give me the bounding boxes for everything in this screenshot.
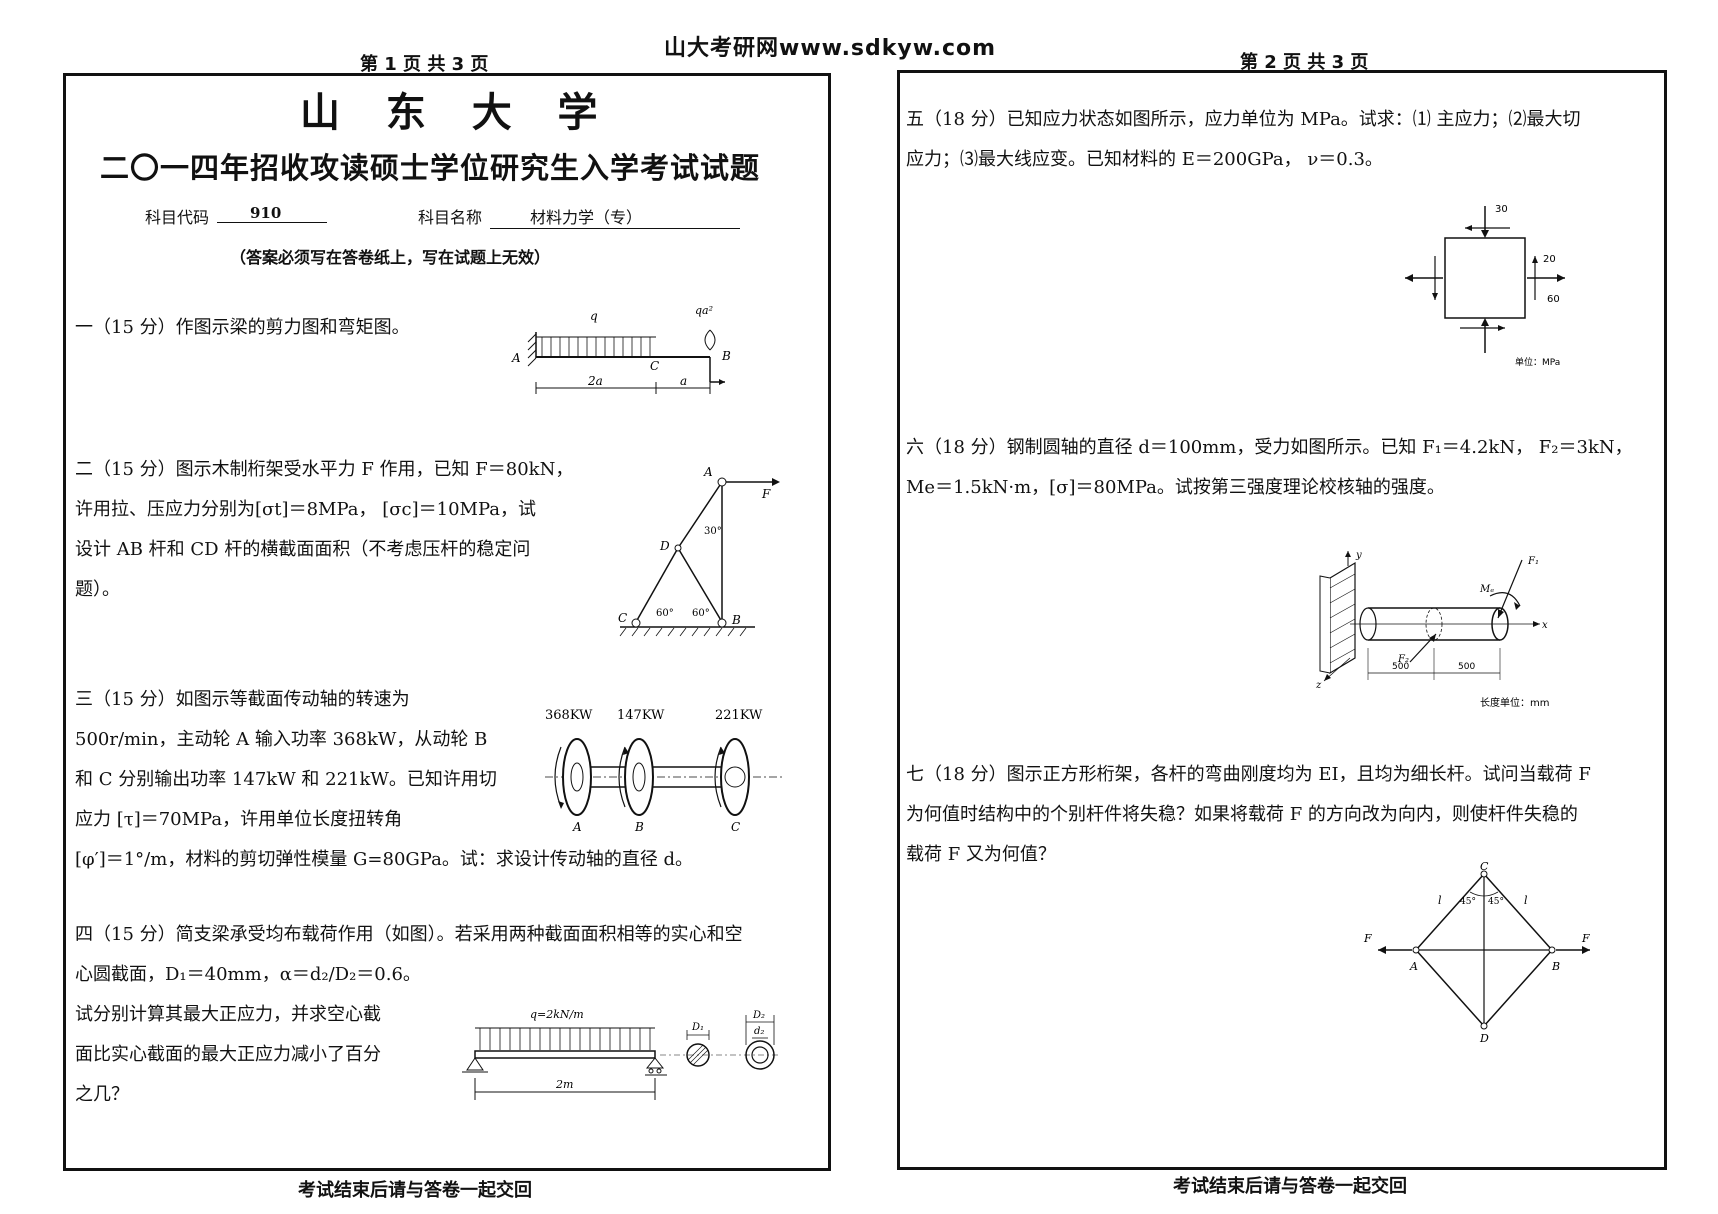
question-line: 五（18 分）已知应力状态如图所示，应力单位为 MPa。试求：⑴ 主应力；⑵最大… [906,109,1581,130]
fig-label-l-left: l [1438,894,1442,907]
question-7: 七（18 分）图示正方形桁架，各杆的弯曲刚度均为 EI，且均为细长杆。试问当载荷… [906,755,1591,875]
fig-stress-20: 20 [1543,254,1556,265]
fig-label-l-right: l [1524,894,1528,907]
fig-angle-30: 30° [704,526,722,537]
question-line: 应力 [τ]＝70MPa，许用单位长度扭转角 [75,809,403,830]
fig-label-qa2: qa² [695,304,713,317]
stress-element-figure-q5: 30 20 60 单位：MPa [1405,204,1565,368]
fig-dim-a: a [680,374,687,388]
fig-stress-30: 30 [1495,204,1508,215]
square-truss-figure-q7: C A B D F F l l 45° 45° [1363,860,1590,1045]
fig-label-y: y [1355,550,1362,561]
question-2: 二（15 分）图示木制桁架受水平力 F 作用，已知 F＝80kN， 许用拉、压应… [75,450,573,610]
site-header: 山大考研网www.sdkyw.com [664,36,997,61]
question-line: 500r/min，主动轮 A 输入功率 368kW，从动轮 B [75,729,488,750]
fig-angle-45b: 45° [1488,897,1504,907]
fig-label-c: C [650,359,659,373]
question-line: 试分别计算其最大正应力，并求空心截 [75,1004,381,1025]
fig-angle-60a: 60° [656,608,674,619]
fig-label-c: C [618,611,627,625]
fig-stress-60: 60 [1547,294,1560,305]
question-line: 载荷 F 又为何值？ [906,844,1056,865]
question-line: 许用拉、压应力分别为[σt]＝8MPa， [σc]＝10MPa，试 [75,499,536,520]
question-3: 三（15 分）如图示等截面传动轴的转速为 500r/min，主动轮 A 输入功率… [75,680,693,880]
question-line: 心圆截面，D₁＝40mm，α＝d₂/D₂＝0.6。 [75,964,421,985]
question-6: 六（18 分）钢制圆轴的直径 d＝100mm，受力如图所示。已知 F₁＝4.2k… [906,428,1633,508]
fig-label-x: x [1542,620,1548,631]
fig-label-b: B [1551,960,1560,973]
subject-code: 910 [217,204,327,223]
fig-dim-2a: 2a [587,374,603,388]
subject-name-label: 科目名称 [418,208,483,227]
question-line: 题）。 [75,579,120,600]
shaft-figure-q3: 368KW 147KW 221KW A B C [545,708,785,834]
question-line: 二（15 分）图示木制桁架受水平力 F 作用，已知 F＝80kN， [75,459,574,480]
fig-label-d2-outer: D₂ [752,1010,765,1021]
question-line: 四（15 分）简支梁承受均布载荷作用（如图）。若采用两种截面面积相等的实心和空 [75,924,743,945]
fig-dim-500a: 500 [1392,662,1409,672]
subject-code-label: 科目代码 [145,208,210,227]
fig-label-d: D [659,539,670,553]
left-page-footer: 考试结束后请与答卷一起交回 [298,1180,532,1201]
fig-label-a: A [1409,960,1418,973]
fig-label-q: q [590,309,598,323]
fig-label-f-left: F [1363,932,1372,945]
question-line: 一（15 分）作图示梁的剪力图和弯矩图。 [75,317,410,338]
exam-notice: （答案必须写在答卷纸上，写在试题上无效） [230,248,551,267]
right-exam-page [897,70,1667,1170]
question-line: [φ′]＝1°/m，材料的剪切弹性模量 G=80GPa。试：求设计传动轴的直径 … [75,849,694,870]
fig-label-span: 2m [555,1078,573,1091]
right-page-footer: 考试结束后请与答卷一起交回 [1173,1176,1407,1197]
fig-label-f1: F₁ [1527,556,1539,567]
simply-supported-beam-figure-q4: q=2kN/m 2m D₁ D₂ d₂ [462,1008,780,1100]
fig-power-368: 368KW [545,708,593,723]
question-line: Me＝1.5kN·m，[σ]＝80MPa。试按第三强度理论校核轴的强度。 [906,477,1445,498]
fig-label-d: D [1479,1032,1489,1045]
fig-label-load: q=2kN/m [530,1008,584,1021]
question-5: 五（18 分）已知应力状态如图所示，应力单位为 MPa。试求：⑴ 主应力；⑵最大… [906,100,1581,180]
fig-unit-label: 单位：MPa [1515,356,1560,368]
subject-name: 材料力学（专） [490,204,740,229]
question-1: 一（15 分）作图示梁的剪力图和弯矩图。 [75,308,410,348]
fig-unit-label: 长度单位：mm [1480,696,1549,709]
fig-power-221: 221KW [715,708,763,723]
exam-title: 二〇一四年招收攻读硕士学位研究生入学考试试题 [100,151,761,185]
fig-power-147: 147KW [617,708,665,723]
question-4: 四（15 分）简支梁承受均布载荷作用（如图）。若采用两种截面面积相等的实心和空 … [75,915,743,1115]
question-line: 设计 AB 杆和 CD 杆的横截面面积（不考虑压杆的稳定问 [75,539,531,560]
fig-label-c: C [1480,860,1489,873]
right-page-number: 第 2 页 共 3 页 [1240,52,1369,73]
question-line: 之几？ [75,1084,129,1105]
question-line: 面比实心截面的最大正应力减小了百分 [75,1044,381,1065]
fig-label-a: A [703,465,713,479]
fig-label-d1: D₁ [691,1022,704,1033]
university-title: 山 东 大 学 [300,89,604,136]
left-page-number: 第 1 页 共 3 页 [360,54,489,75]
left-exam-page [63,73,831,1171]
shaft-figure-q6: y x z F₁ Mₑ F₂ 500 500 长度单位：mm [1315,550,1549,709]
beam-figure-q1: q qa² A C B 2a a [511,304,731,394]
question-line: 六（18 分）钢制圆轴的直径 d＝100mm，受力如图所示。已知 F₁＝4.2k… [906,437,1633,458]
fig-angle-60b: 60° [692,608,710,619]
fig-angle-45a: 45° [1460,897,1476,907]
question-line: 三（15 分）如图示等截面传动轴的转速为 [75,689,410,710]
fig-label-f: F [761,487,771,501]
truss-figure-q2: A F D C B 30° 60° 60° [618,465,780,637]
question-line: 为何值时结构中的个别杆件将失稳？如果将载荷 F 的方向改为向内，则使杆件失稳的 [906,804,1578,825]
fig-label-f2: F₂ [1397,654,1409,665]
fig-label-b: B [634,820,644,834]
fig-label-b: B [731,613,741,627]
fig-label-c: C [731,820,740,834]
question-line: 和 C 分别输出功率 147kW 和 221kW。已知许用切 [75,769,497,790]
question-line: 七（18 分）图示正方形桁架，各杆的弯曲刚度均为 EI，且均为细长杆。试问当载荷… [906,764,1591,785]
fig-label-d2-inner: d₂ [754,1026,764,1037]
fig-label-b: B [721,349,731,363]
fig-label-a: A [511,351,521,365]
fig-label-z: z [1315,680,1322,691]
question-line: 应力；⑶最大线应变。已知材料的 E＝200GPa， ν＝0.3。 [906,149,1383,170]
fig-label-f-right: F [1581,932,1590,945]
fig-dim-500b: 500 [1458,662,1475,672]
fig-label-me: Mₑ [1479,584,1494,595]
fig-label-a: A [572,820,582,834]
